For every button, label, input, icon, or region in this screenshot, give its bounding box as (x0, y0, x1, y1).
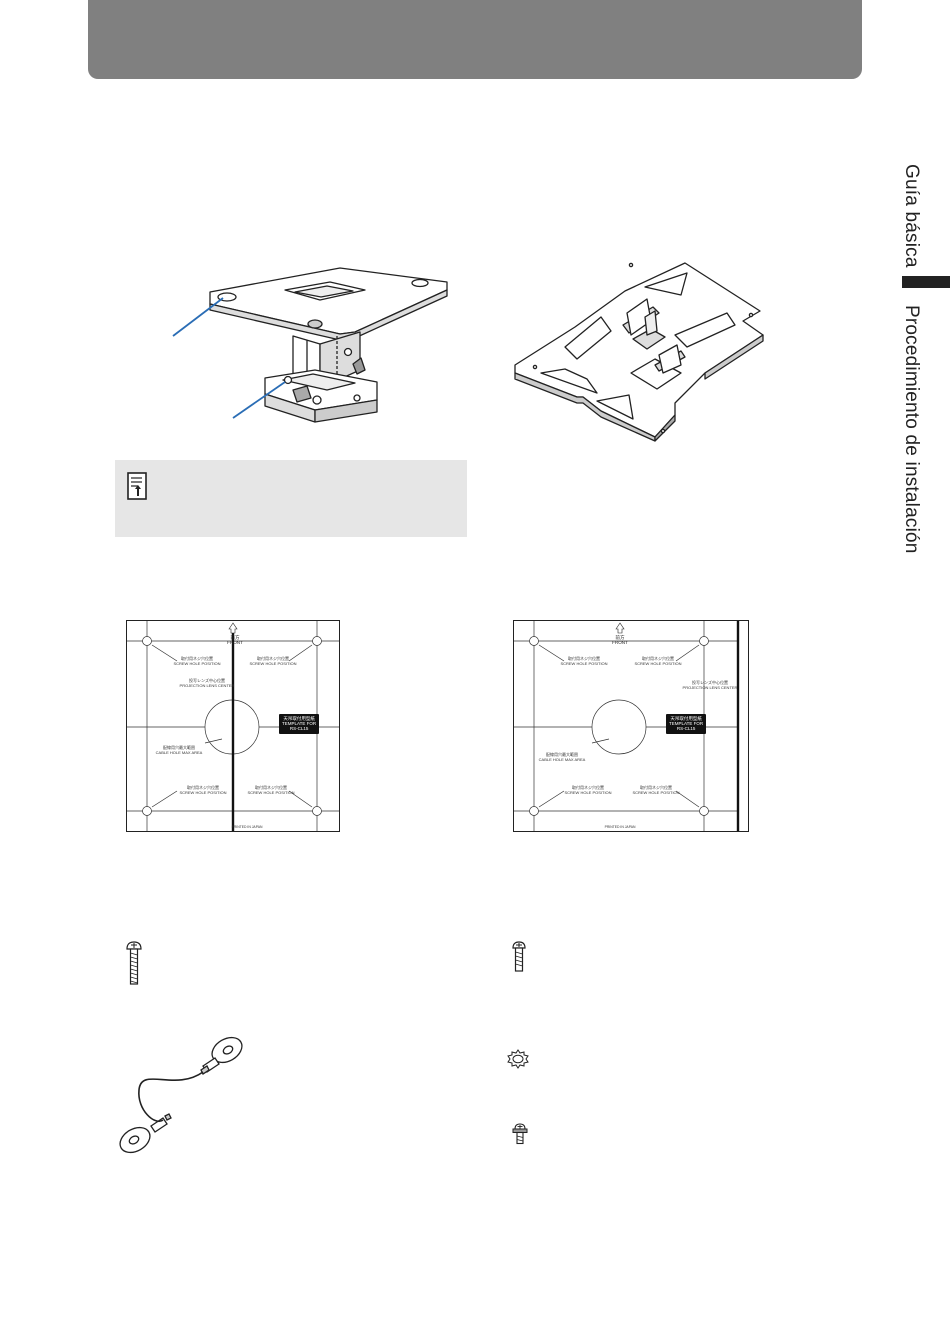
template-2-lines (514, 621, 740, 831)
page-header-band (88, 0, 862, 79)
safety-wire-illustration (119, 1036, 243, 1154)
note-box (115, 460, 467, 537)
template-2-printed-label: PRINTED IN JAPAN (604, 825, 636, 829)
side-section-tab: Guía básica Procedimiento de instalación (900, 160, 950, 560)
washer-screw-illustration (512, 1123, 528, 1145)
long-screw-illustration (126, 941, 142, 985)
adapter-plate-illustration (514, 262, 764, 442)
short-screw-illustration (512, 941, 526, 972)
side-tab-installation: Procedimiento de instalación (901, 305, 922, 554)
note-memo-icon (127, 472, 147, 500)
ceiling-mount-illustration (172, 267, 448, 423)
template-1-printed-label: PRINTED IN JAPAN (231, 825, 263, 829)
toothed-washer-illustration (507, 1049, 529, 1069)
side-tab-basic-guide: Guía básica (901, 164, 922, 268)
side-tab-marker (902, 276, 950, 288)
